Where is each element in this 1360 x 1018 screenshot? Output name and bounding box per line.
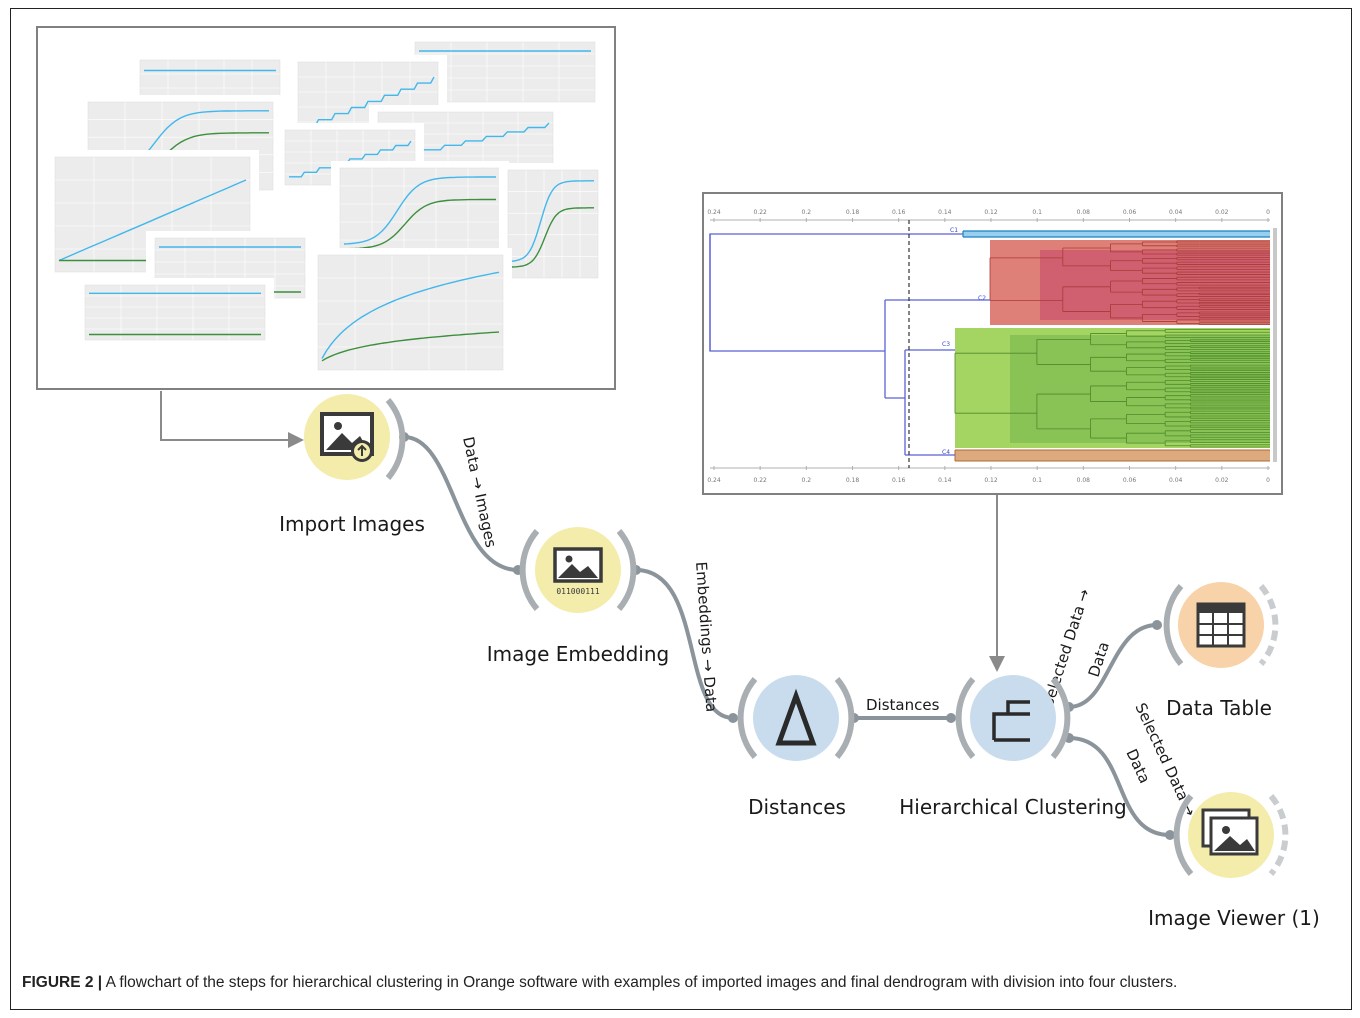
plot-series-green xyxy=(511,207,594,268)
link-clustering-to-table xyxy=(1067,623,1159,709)
image-embedding-icon: 011000111 xyxy=(553,547,603,596)
plot-series-green xyxy=(343,198,496,250)
cluster-c3 xyxy=(954,328,1270,448)
dendrogram-tick-label: 0.2 xyxy=(802,209,812,216)
widget-label-import-images: Import Images xyxy=(279,512,425,536)
caption-text: A flowchart of the steps for hierarchica… xyxy=(102,974,1178,991)
dendrogram-tick-label: 0.14 xyxy=(938,209,952,216)
dendrogram-tick-label: 0.16 xyxy=(892,477,906,484)
dendrogram-tick-label: 0.08 xyxy=(1077,477,1091,484)
dendrogram-tick-label: 0.06 xyxy=(1123,209,1137,216)
dendrogram-tick-label: 0.04 xyxy=(1169,477,1183,484)
image-viewer-icon xyxy=(1201,808,1259,856)
dendrogram-tick-label: 0.24 xyxy=(707,477,721,484)
cluster-c2 xyxy=(989,240,1270,325)
cluster-c4 xyxy=(954,449,1270,462)
link-label-data-viewer: Data xyxy=(1122,746,1153,786)
imported-images-collage xyxy=(36,26,616,390)
plot-series-blue xyxy=(58,179,247,262)
leaf-labels xyxy=(1273,228,1277,462)
widget-hierarchical-clustering[interactable]: Hierarchical Clustering xyxy=(899,675,1127,819)
collage-to-import-arrow xyxy=(160,391,304,448)
figure-caption: FIGURE 2 | A flowchart of the steps for … xyxy=(22,973,1334,993)
dendrogram-tick-label: 0.04 xyxy=(1169,209,1183,216)
dendrogram-tick-label: 0.08 xyxy=(1077,209,1091,216)
dendrogram-tick-label: 0.14 xyxy=(938,477,952,484)
dendrogram-tick-label: 0.12 xyxy=(984,209,998,216)
dendrogram-tick-label: 0.12 xyxy=(984,477,998,484)
widget-import-images[interactable]: Import Images xyxy=(279,394,425,536)
cluster-c1 xyxy=(962,230,1270,238)
link-embedding-to-distances xyxy=(634,568,735,720)
caption-label: FIGURE 2 | xyxy=(22,974,103,991)
plot-series-blue xyxy=(343,176,496,245)
plot-series-blue xyxy=(289,140,412,178)
table-icon xyxy=(1196,602,1246,648)
link-label-embeddings-data: Embeddings → Data xyxy=(692,561,720,713)
widget-label-hierarchical-clustering: Hierarchical Clustering xyxy=(899,795,1126,819)
cluster-label: C4 xyxy=(942,449,950,456)
dendrogram-tick-label: 0.22 xyxy=(753,477,767,484)
plot-series-green xyxy=(321,331,500,362)
widget-label-data-table: Data Table xyxy=(1166,696,1272,720)
dendrogram-panel: 0.24 0.22 0.2 0.18 0.16 0.14 0.12 0.1 0.08 0.06 0.… xyxy=(702,192,1283,495)
dendrogram-tick-label: 0.18 xyxy=(846,209,860,216)
dendrogram-tick-label: 0.1 xyxy=(1032,209,1042,216)
link-import-to-embedding xyxy=(402,435,520,572)
link-label-data-images: Data → Images xyxy=(459,435,500,549)
dendrogram-tick-label: 0.1 xyxy=(1032,477,1042,484)
dendrogram-tick-label: 0.18 xyxy=(846,477,860,484)
dendrogram-tick-label: 0.24 xyxy=(707,209,721,216)
cluster-label: C1 xyxy=(950,227,958,234)
dendrogram-tick-label: 0.2 xyxy=(802,477,812,484)
import-images-icon xyxy=(320,412,374,462)
widget-image-embedding[interactable]: 011000111 Image Embedding xyxy=(487,527,669,666)
figure-border xyxy=(10,8,1352,1010)
link-clustering-to-viewer xyxy=(1067,736,1172,837)
link-label-selected-data-table: Selected Data → xyxy=(1039,587,1094,709)
widget-label-image-viewer: Image Viewer (1) xyxy=(1148,906,1320,930)
cluster-label: C3 xyxy=(942,341,950,348)
dendrogram-icon xyxy=(992,700,1030,742)
plot-series-blue xyxy=(321,271,500,359)
embedding-code: 011000111 xyxy=(556,587,600,596)
plot-series-blue xyxy=(302,76,435,127)
plot-series-blue xyxy=(511,180,594,262)
widget-image-viewer[interactable]: Image Viewer (1) xyxy=(1148,792,1320,930)
cluster-label: C2 xyxy=(978,295,986,302)
widget-distances[interactable]: Distances xyxy=(737,675,855,819)
dendrogram-tick-label: 0 xyxy=(1266,477,1270,484)
dendrogram-tick-label: 0 xyxy=(1266,209,1270,216)
dendrogram-tick-label: 0.02 xyxy=(1215,209,1229,216)
dendrogram-tick-label: 0.16 xyxy=(892,209,906,216)
dendrogram-tick-label: 0.22 xyxy=(753,209,767,216)
widget-data-table[interactable]: Data Table xyxy=(1163,582,1279,720)
widget-label-image-embedding: Image Embedding xyxy=(487,642,669,666)
link-label-distances: Distances xyxy=(866,696,940,714)
delta-icon xyxy=(775,688,817,746)
dendrogram-tick-label: 0.02 xyxy=(1215,477,1229,484)
widget-label-distances: Distances xyxy=(748,795,846,819)
dendrogram-tick-label: 0.06 xyxy=(1123,477,1137,484)
